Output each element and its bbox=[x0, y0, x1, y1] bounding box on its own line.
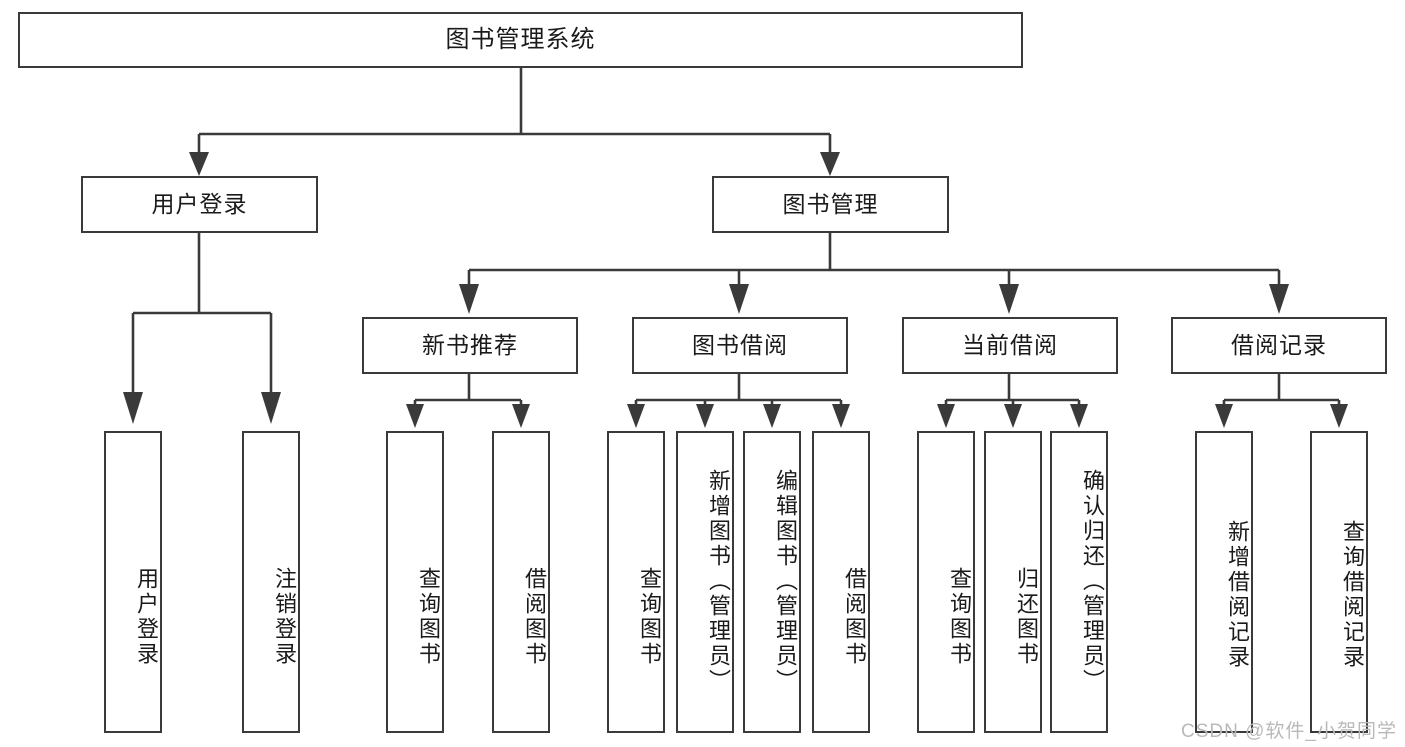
node-label: 图书管理系统 bbox=[445, 25, 596, 53]
node-root-system[interactable]: 图书管理系统 bbox=[18, 12, 1023, 68]
node-leaf-borrow-book-2[interactable]: 借阅图书 bbox=[812, 431, 870, 733]
arrowhead-leaf-add-record bbox=[1215, 404, 1233, 428]
arrowhead-user-login bbox=[189, 152, 209, 176]
node-label: 归还图书 bbox=[1014, 567, 1039, 667]
node-label: 确认归还（管理员） bbox=[1080, 468, 1105, 694]
arrowhead-leaf-add-book bbox=[696, 404, 714, 428]
node-label: 用户登录 bbox=[134, 567, 159, 667]
node-label: 借阅图书 bbox=[522, 567, 547, 667]
node-leaf-return-book[interactable]: 归还图书 bbox=[984, 431, 1042, 733]
node-label: 当前借阅 bbox=[962, 331, 1058, 358]
node-label: 新增借阅记录 bbox=[1225, 520, 1250, 670]
node-leaf-confirm-return[interactable]: 确认归还（管理员） bbox=[1050, 431, 1108, 733]
arrowhead-leaf-borrow-book-2 bbox=[832, 404, 850, 428]
arrowhead-leaf-query-book-3 bbox=[937, 404, 955, 428]
node-label: 查询图书 bbox=[416, 567, 441, 667]
node-user-login[interactable]: 用户登录 bbox=[81, 176, 318, 233]
node-leaf-logout-login[interactable]: 注销登录 bbox=[242, 431, 300, 733]
node-borrow-record[interactable]: 借阅记录 bbox=[1171, 317, 1387, 374]
node-book-borrow[interactable]: 图书借阅 bbox=[632, 317, 848, 374]
node-leaf-query-book-3[interactable]: 查询图书 bbox=[917, 431, 975, 733]
arrowhead-book-manage bbox=[820, 152, 840, 176]
node-new-book-recommend[interactable]: 新书推荐 bbox=[362, 317, 578, 374]
node-label: 图书管理 bbox=[782, 190, 879, 217]
node-leaf-query-book-2[interactable]: 查询图书 bbox=[607, 431, 665, 733]
arrowhead-leaf-query-record bbox=[1330, 404, 1348, 428]
node-label: 新书推荐 bbox=[422, 331, 518, 358]
node-leaf-edit-book[interactable]: 编辑图书（管理员） bbox=[743, 431, 801, 733]
node-label: 图书借阅 bbox=[692, 331, 788, 358]
node-label: 借阅记录 bbox=[1231, 331, 1327, 358]
node-label: 新增图书（管理员） bbox=[706, 468, 731, 694]
node-leaf-query-book-1[interactable]: 查询图书 bbox=[386, 431, 444, 733]
node-label: 注销登录 bbox=[272, 567, 297, 667]
arrowhead-leaf-query-book-2 bbox=[627, 404, 645, 428]
node-label: 用户登录 bbox=[151, 190, 248, 217]
arrowhead-current-borrow bbox=[999, 284, 1019, 314]
csdn-watermark: CSDN @软件_小贺同学 bbox=[1181, 721, 1397, 742]
arrowhead-book-borrow bbox=[729, 284, 749, 314]
node-label: 查询图书 bbox=[637, 567, 662, 667]
node-label: 编辑图书（管理员） bbox=[773, 468, 798, 694]
arrowhead-leaf-return-book bbox=[1004, 404, 1022, 428]
node-leaf-borrow-book-1[interactable]: 借阅图书 bbox=[492, 431, 550, 733]
node-label: 查询图书 bbox=[947, 567, 972, 667]
arrowhead-borrow-record bbox=[1269, 284, 1289, 314]
node-label: 查询借阅记录 bbox=[1340, 520, 1365, 670]
node-book-manage[interactable]: 图书管理 bbox=[712, 176, 949, 233]
arrowhead-leaf-logout-login bbox=[261, 392, 281, 424]
arrowhead-leaf-borrow-book-1 bbox=[512, 404, 530, 428]
node-label: 借阅图书 bbox=[842, 567, 867, 667]
node-leaf-user-login[interactable]: 用户登录 bbox=[104, 431, 162, 733]
arrowhead-leaf-query-book-1 bbox=[406, 404, 424, 428]
node-current-borrow[interactable]: 当前借阅 bbox=[902, 317, 1118, 374]
node-leaf-query-record[interactable]: 查询借阅记录 bbox=[1310, 431, 1368, 733]
arrowhead-leaf-edit-book bbox=[763, 404, 781, 428]
node-leaf-add-record[interactable]: 新增借阅记录 bbox=[1195, 431, 1253, 733]
arrowhead-leaf-confirm-return bbox=[1070, 404, 1088, 428]
arrowhead-new-book-recommend bbox=[459, 284, 479, 314]
node-leaf-add-book[interactable]: 新增图书（管理员） bbox=[676, 431, 734, 733]
arrowhead-leaf-user-login bbox=[123, 392, 143, 424]
